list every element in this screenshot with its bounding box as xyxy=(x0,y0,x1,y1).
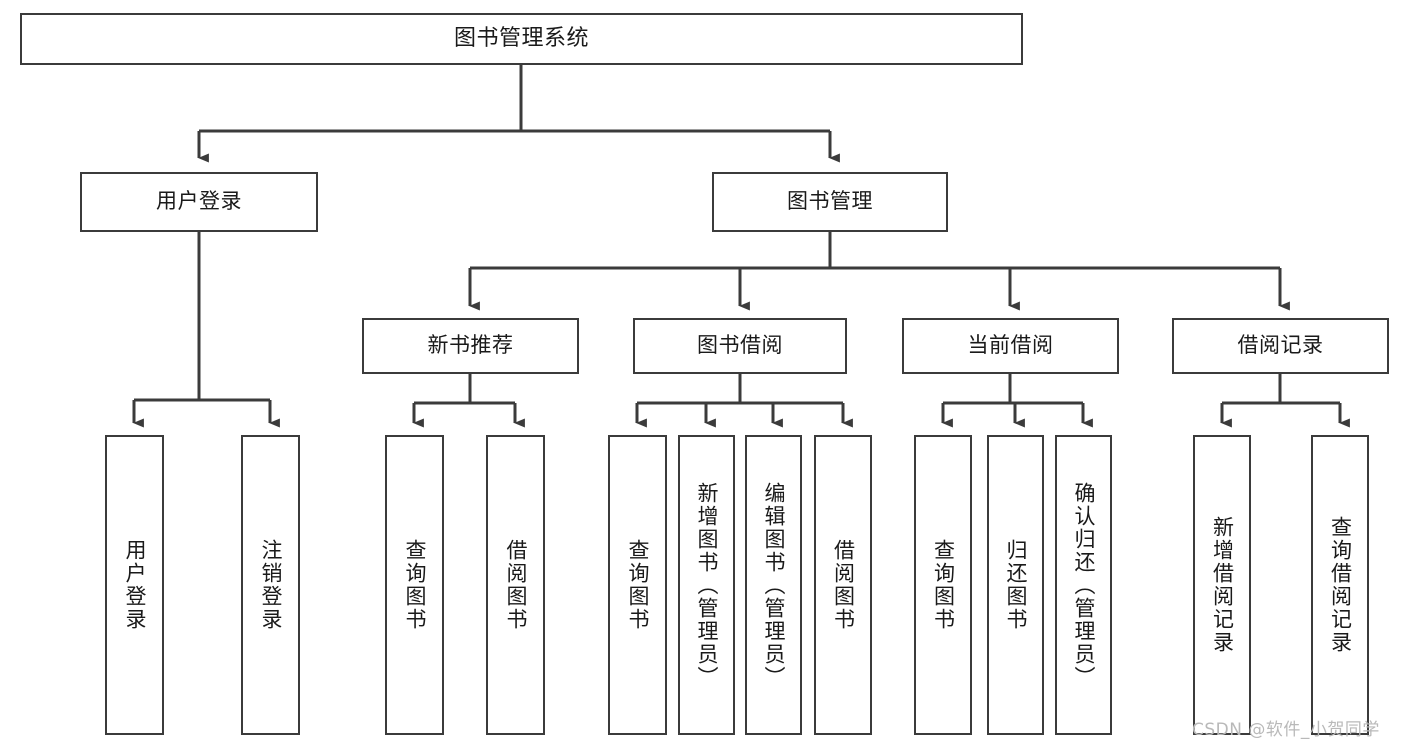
node-label: 编辑图书（管理员） xyxy=(762,481,786,689)
node-leaf-query-book-current[interactable]: 查询图书 xyxy=(914,435,972,735)
node-label: 新增图书（管理员） xyxy=(695,481,719,689)
node-label: 查询图书 xyxy=(403,539,427,631)
node-leaf-add-borrow-record[interactable]: 新增借阅记录 xyxy=(1193,435,1251,735)
node-label: 借阅记录 xyxy=(1237,333,1324,358)
node-leaf-borrow-book-recommend[interactable]: 借阅图书 xyxy=(486,435,545,735)
node-user-login[interactable]: 用户登录 xyxy=(80,172,318,232)
node-leaf-borrow-book[interactable]: 借阅图书 xyxy=(814,435,872,735)
node-label: 新书推荐 xyxy=(427,333,514,358)
node-book-borrow[interactable]: 图书借阅 xyxy=(633,318,847,374)
node-leaf-query-book-recommend[interactable]: 查询图书 xyxy=(385,435,444,735)
node-label: 借阅图书 xyxy=(504,539,528,631)
node-leaf-query-borrow-record[interactable]: 查询借阅记录 xyxy=(1311,435,1369,735)
node-leaf-user-login[interactable]: 用户登录 xyxy=(105,435,164,735)
node-label: 新增借阅记录 xyxy=(1210,516,1235,654)
node-leaf-edit-book-admin[interactable]: 编辑图书（管理员） xyxy=(745,435,802,735)
node-label: 注销登录 xyxy=(259,539,283,631)
node-leaf-return-book[interactable]: 归还图书 xyxy=(987,435,1044,735)
node-label: 归还图书 xyxy=(1004,539,1028,631)
node-current-borrow[interactable]: 当前借阅 xyxy=(902,318,1119,374)
node-book-manage[interactable]: 图书管理 xyxy=(712,172,948,232)
node-label: 用户登录 xyxy=(156,189,242,214)
node-label: 当前借阅 xyxy=(967,333,1054,358)
node-label: 查询图书 xyxy=(626,539,650,631)
node-label: 图书借阅 xyxy=(697,333,783,358)
node-leaf-add-book-admin[interactable]: 新增图书（管理员） xyxy=(678,435,735,735)
node-leaf-confirm-return-admin[interactable]: 确认归还（管理员） xyxy=(1055,435,1112,735)
node-leaf-user-logout[interactable]: 注销登录 xyxy=(241,435,300,735)
node-label: 确认归还（管理员） xyxy=(1072,481,1096,689)
node-label: 图书管理 xyxy=(787,189,873,214)
node-label: 查询图书 xyxy=(931,539,956,631)
node-leaf-query-book-borrow[interactable]: 查询图书 xyxy=(608,435,667,735)
node-label: 借阅图书 xyxy=(831,539,856,631)
node-label: 查询借阅记录 xyxy=(1328,516,1353,654)
node-borrow-record[interactable]: 借阅记录 xyxy=(1172,318,1389,374)
node-label: 用户登录 xyxy=(123,539,147,631)
node-label: 图书管理系统 xyxy=(453,25,589,51)
node-book-management-system[interactable]: 图书管理系统 xyxy=(20,13,1023,65)
csdn-watermark: CSDN @软件_小贺同学 xyxy=(1192,720,1380,740)
node-new-book-recommend[interactable]: 新书推荐 xyxy=(362,318,579,374)
